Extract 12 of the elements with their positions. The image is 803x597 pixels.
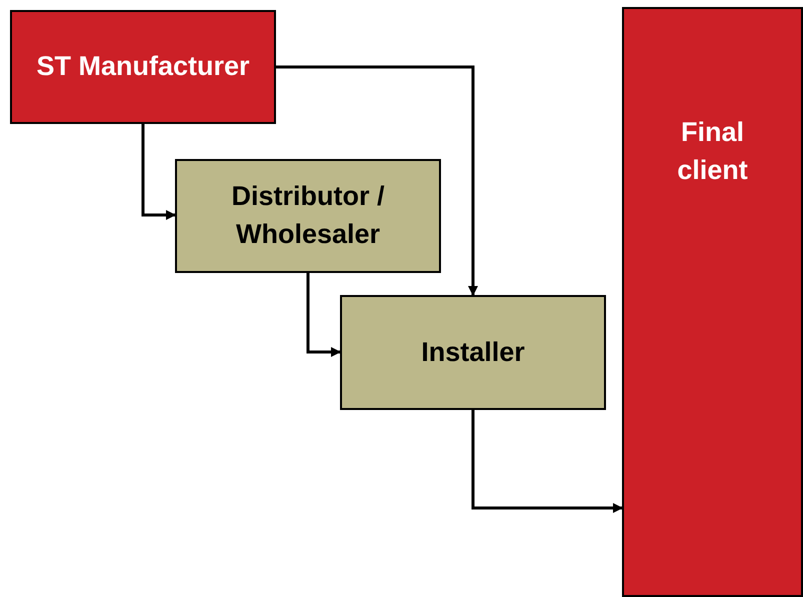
process-box <box>340 295 606 410</box>
process-box <box>10 10 276 124</box>
arrow <box>472 410 623 513</box>
box-label: Installer <box>421 336 525 369</box>
process-box <box>175 159 441 273</box>
process-box <box>622 7 803 597</box>
box-label: ST Manufacturer <box>36 50 250 84</box>
arrow <box>306 273 341 357</box>
arrow <box>142 124 176 220</box>
box-label: Distributor / Wholesaler <box>230 180 386 251</box>
box-label: Final client <box>676 116 749 187</box>
arrow <box>276 66 478 296</box>
